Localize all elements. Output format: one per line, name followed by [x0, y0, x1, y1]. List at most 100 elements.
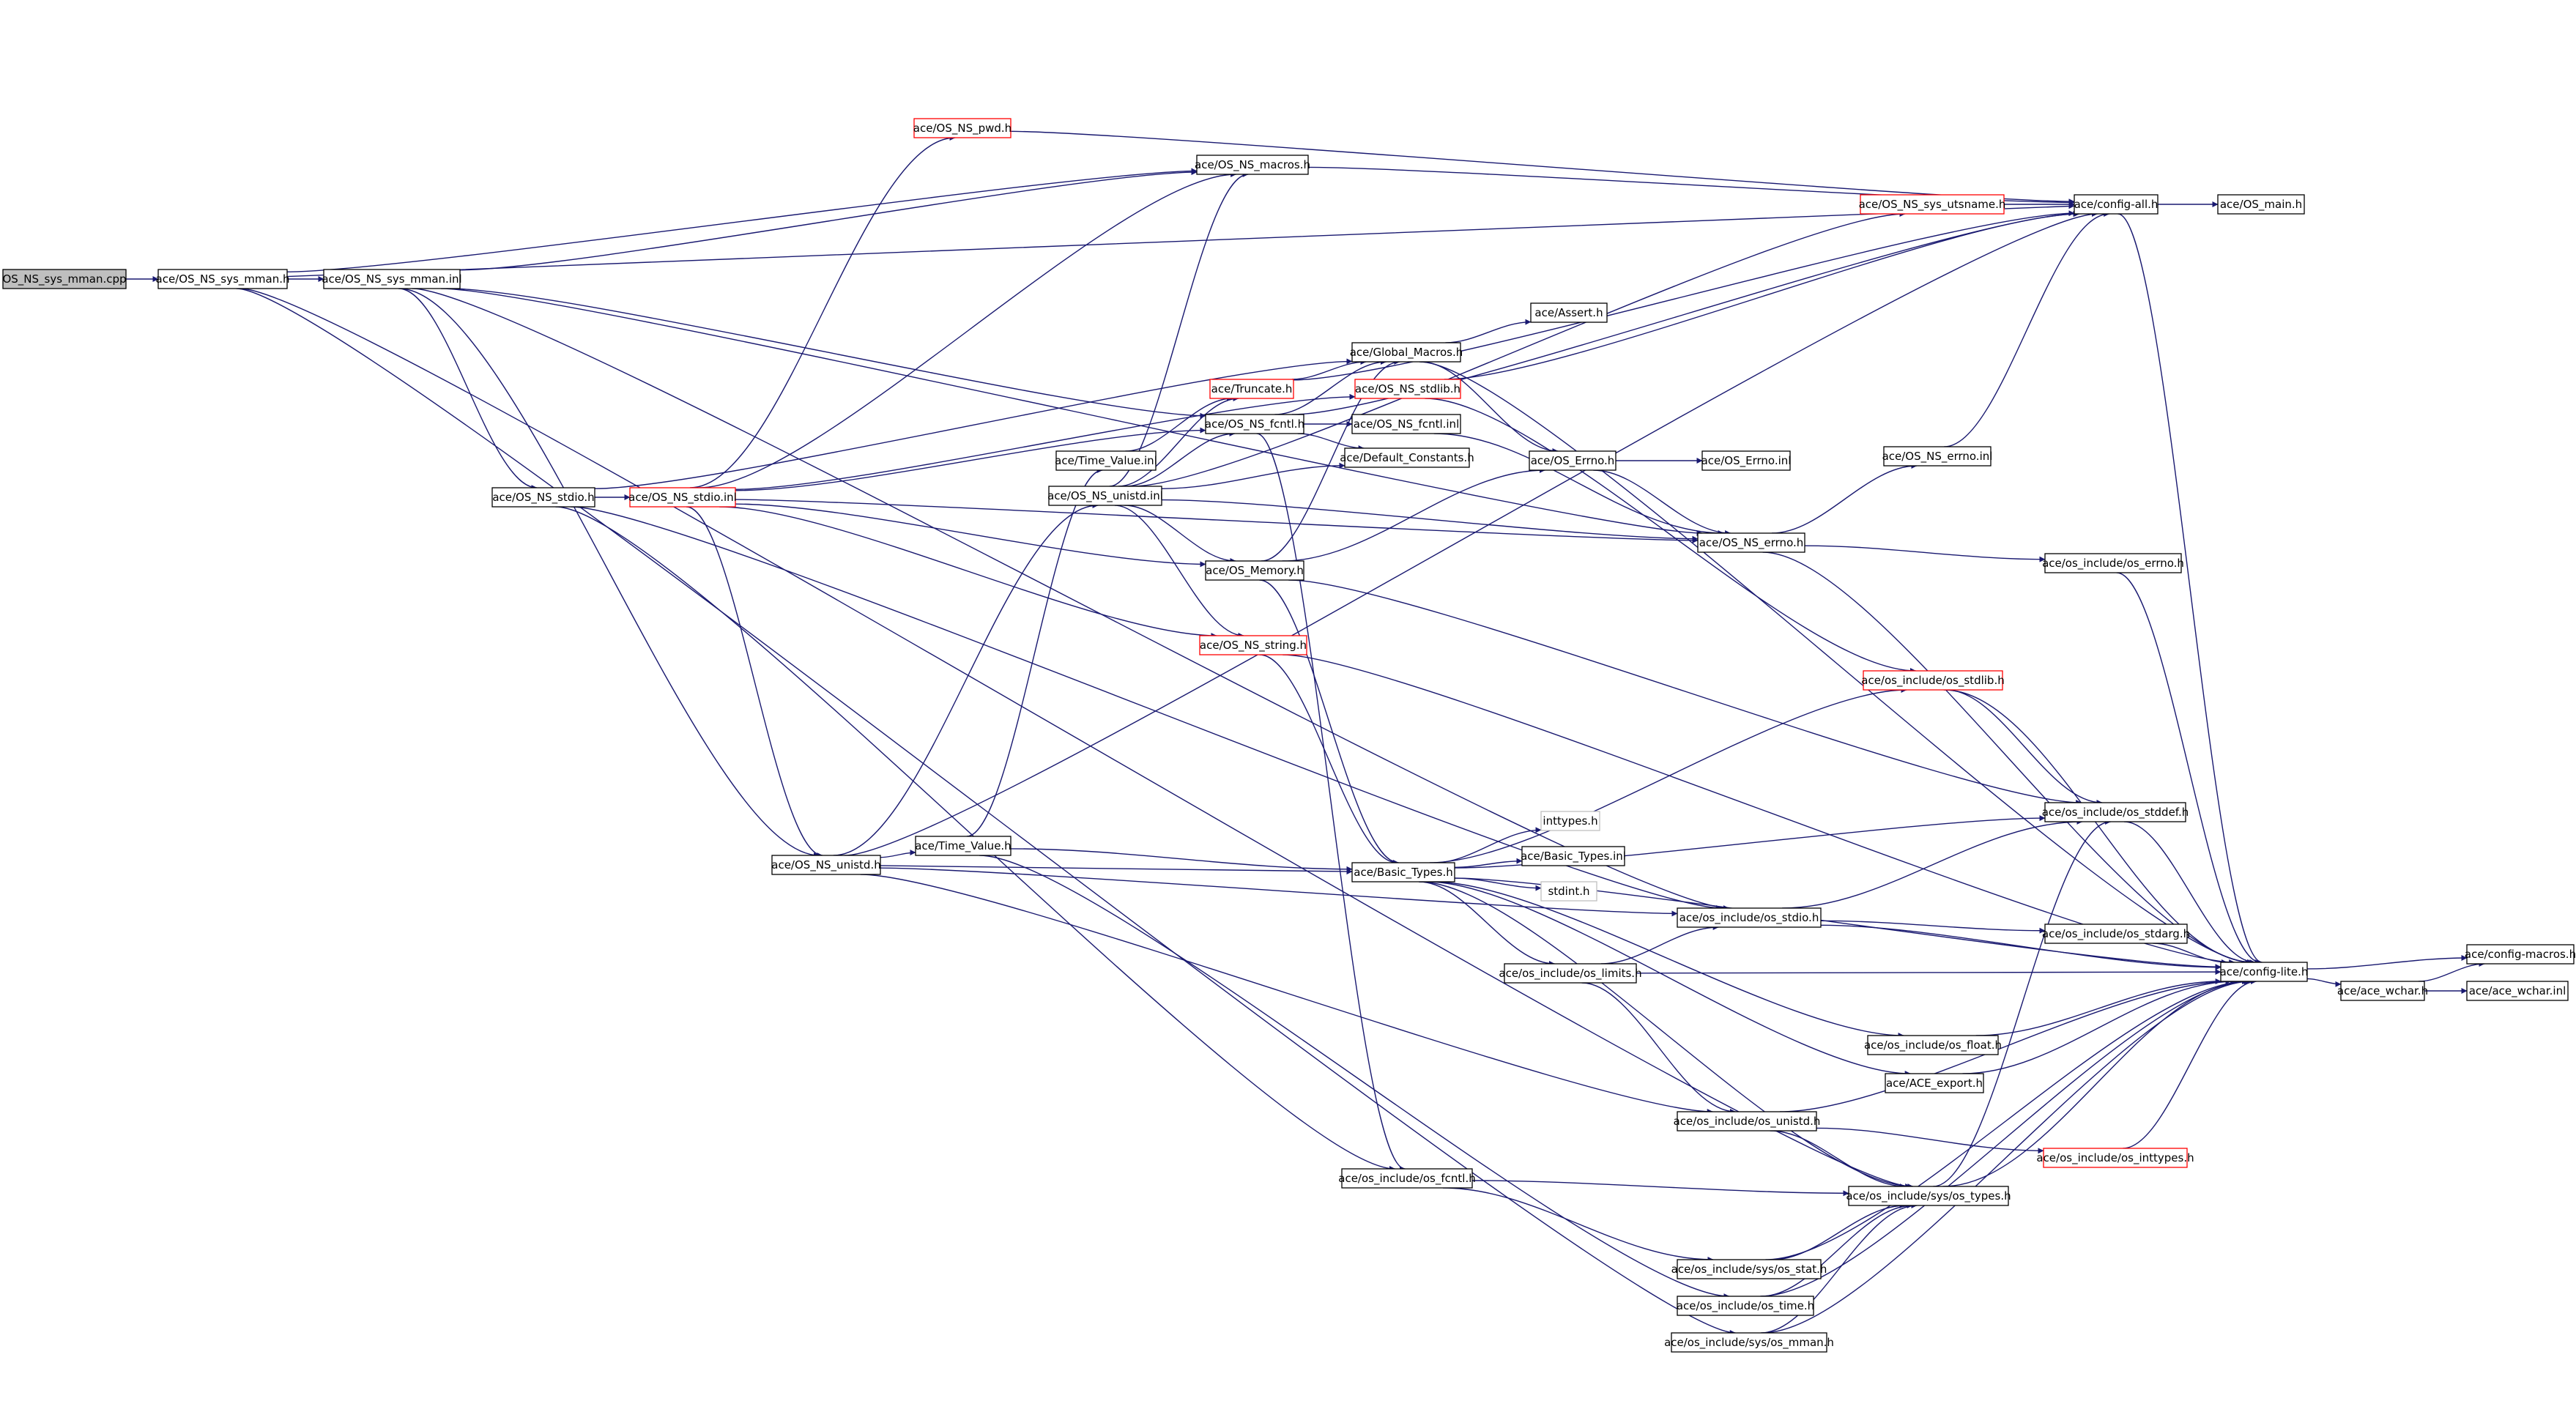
- node-assert_h[interactable]: ace/Assert.h: [1530, 302, 1608, 323]
- node-basic_types_h[interactable]: ace/Basic_Types.h: [1351, 862, 1455, 882]
- node-os_time_inc[interactable]: ace/os_include/os_time.h: [1677, 1296, 1814, 1316]
- node-ns_errno_h[interactable]: ace/OS_NS_errno.h: [1697, 532, 1805, 553]
- node-box-os_memory: [1205, 560, 1304, 581]
- node-os_stdarg_inc[interactable]: ace/os_include/os_stdarg.h: [2042, 924, 2190, 944]
- node-config_lite[interactable]: ace/config-lite.h: [2220, 962, 2309, 982]
- node-config_macros[interactable]: ace/config-macros.h: [2465, 944, 2576, 965]
- node-mman_inl[interactable]: ace/OS_NS_sys_mman.inl: [322, 269, 462, 289]
- node-config_all[interactable]: ace/config-all.h: [2074, 194, 2159, 215]
- node-global_macros[interactable]: ace/Global_Macros.h: [1350, 342, 1463, 363]
- edge-truncate_h-to-config_all: [1293, 210, 2075, 381]
- edge-stdio_inl-to-string_h: [719, 506, 1217, 639]
- edge-ns_errno_inl-to-config_all: [1944, 211, 2110, 447]
- node-label-default_constants: ace/Default_Constants.h: [1340, 451, 1474, 465]
- node-ace_export[interactable]: ace/ACE_export.h: [1885, 1073, 1984, 1093]
- node-fcntl_h[interactable]: ace/OS_NS_fcntl.h: [1205, 414, 1304, 434]
- node-os_stdlib_inc[interactable]: ace/os_include/os_stdlib.h: [1861, 670, 2005, 691]
- node-os_errno_inl[interactable]: ace/OS_Errno.inl: [1701, 450, 1792, 471]
- node-box-config_macros: [2466, 944, 2575, 965]
- node-ace_wchar_inl[interactable]: ace/ace_wchar.inl: [2466, 981, 2569, 1001]
- node-fcntl_inl[interactable]: ace/OS_NS_fcntl.inl: [1351, 414, 1461, 434]
- edge-stdio_inl-to-macros_h: [699, 171, 1237, 488]
- node-ace_wchar_h[interactable]: ace/ace_wchar.h: [2337, 981, 2428, 1001]
- node-string_h[interactable]: ace/OS_NS_string.h: [1199, 635, 1307, 655]
- node-utsname_h[interactable]: ace/OS_NS_sys_utsname.h: [1859, 194, 2006, 215]
- node-label-stdint_h: stdint.h: [1548, 885, 1589, 898]
- node-time_value_inl[interactable]: ace/Time_Value.inl: [1055, 450, 1157, 471]
- node-unistd_h[interactable]: ace/OS_NS_unistd.h: [771, 855, 881, 875]
- node-os_fcntl_inc[interactable]: ace/os_include/os_fcntl.h: [1338, 1168, 1476, 1189]
- edge-fcntl_h-to-global_macros: [1274, 359, 1387, 415]
- node-ns_errno_inl[interactable]: ace/OS_NS_errno.inl: [1882, 446, 1993, 467]
- node-box-os_main: [2217, 194, 2305, 215]
- node-os_stddef_inc[interactable]: ace/os_include/os_stddef.h: [2042, 802, 2189, 822]
- node-inttypes_h[interactable]: inttypes.h: [1540, 811, 1600, 831]
- node-label-os_errno_inl: ace/OS_Errno.inl: [1701, 454, 1792, 468]
- edge-unistd_inl-to-default_constants: [1161, 462, 1345, 489]
- node-stdlib_h[interactable]: ace/OS_NS_stdlib.h: [1354, 379, 1461, 399]
- edge-os_stdarg_inc-to-config_lite: [2153, 943, 2227, 965]
- node-os_memory[interactable]: ace/OS_Memory.h: [1205, 560, 1304, 581]
- edge-ns_errno_h-to-ns_errno_inl: [1771, 463, 1918, 534]
- node-stdint_h[interactable]: stdint.h: [1540, 881, 1597, 902]
- edge-time_value_h-to-basic_types_h: [1010, 848, 1353, 872]
- node-mman_h[interactable]: ace/OS_NS_sys_mman.h: [156, 269, 290, 289]
- edge-unistd_h-to-config_all: [845, 211, 2098, 856]
- node-macros_h[interactable]: ace/OS_NS_macros.h: [1195, 155, 1310, 175]
- node-box-ace_export: [1885, 1073, 1984, 1093]
- node-os_limits_inc[interactable]: ace/os_include/os_limits.h: [1499, 963, 1642, 984]
- edge-unistd_h-to-basic_types_h: [880, 865, 1353, 875]
- node-os_stdio_inc[interactable]: ace/os_include/os_stdio.h: [1677, 907, 1822, 928]
- node-label-mman_inl: ace/OS_NS_sys_mman.inl: [322, 272, 461, 286]
- node-label-string_h: ace/OS_NS_string.h: [1200, 639, 1307, 653]
- node-box-os_errno_inl: [1701, 450, 1791, 471]
- edge-unistd_h-to-os_unistd_inc: [860, 874, 1713, 1115]
- edge-os_time_inc-to-os_types_inc: [1761, 1203, 1913, 1297]
- edge-config_all-to-config_lite: [2117, 213, 2263, 965]
- node-os_main[interactable]: ace/OS_main.h: [2217, 194, 2305, 215]
- node-box-unistd_h: [771, 855, 881, 875]
- node-default_constants[interactable]: ace/Default_Constants.h: [1340, 447, 1474, 468]
- node-label-utsname_h: ace/OS_NS_sys_utsname.h: [1859, 198, 2006, 212]
- node-label-os_limits_inc: ace/os_include/os_limits.h: [1499, 967, 1641, 981]
- node-box-assert_h: [1530, 302, 1608, 323]
- node-stdio_h[interactable]: ace/OS_NS_stdio.h: [491, 487, 595, 508]
- node-os_types_inc[interactable]: ace/os_include/sys/os_types.h: [1846, 1186, 2011, 1206]
- edge-os_stdio_inc-to-config_lite: [1820, 924, 2221, 970]
- edge-config_lite-to-ace_wchar_h: [2306, 978, 2342, 987]
- edge-mman_inl-to-os_stdio_inc: [412, 288, 1729, 911]
- node-root: OS_NS_sys_mman.cpp: [2, 269, 127, 289]
- edge-os_unistd_inc-to-os_inttypes_inc: [1816, 1127, 2044, 1154]
- edge-string_h-to-basic_types_h: [1259, 654, 1398, 866]
- node-box-root: [2, 269, 127, 289]
- node-label-global_macros: ace/Global_Macros.h: [1350, 346, 1463, 360]
- node-basic_types_inl[interactable]: ace/Basic_Types.inl: [1521, 846, 1626, 866]
- node-os_unistd_inc[interactable]: ace/os_include/os_unistd.h: [1674, 1111, 1821, 1131]
- node-os_inttypes_inc[interactable]: ace/os_include/os_inttypes.h: [2036, 1148, 2194, 1168]
- edge-time_value_inl-to-truncate_h: [1125, 395, 1233, 452]
- edge-stdio_inl-to-unistd_h: [686, 506, 823, 858]
- node-unistd_inl[interactable]: ace/OS_NS_unistd.inl: [1047, 486, 1163, 506]
- node-os_stat_inc[interactable]: ace/os_include/sys/os_stat.h: [1671, 1259, 1827, 1279]
- node-os_float_inc[interactable]: ace/os_include/os_float.h: [1864, 1035, 2002, 1055]
- node-truncate_h[interactable]: ace/Truncate.h: [1209, 379, 1294, 399]
- node-os_errno_inc[interactable]: ace/os_include/os_errno.h: [2042, 553, 2184, 573]
- node-time_value_h[interactable]: ace/Time_Value.h: [915, 836, 1012, 856]
- node-os_errno_h[interactable]: ace/OS_Errno.h: [1529, 450, 1617, 471]
- node-box-os_stddef_inc: [2044, 802, 2186, 822]
- node-box-default_constants: [1344, 447, 1470, 468]
- node-stdio_inl[interactable]: ace/OS_NS_stdio.inl: [628, 487, 737, 508]
- node-label-assert_h: ace/Assert.h: [1534, 306, 1603, 319]
- node-label-config_lite: ace/config-lite.h: [2220, 965, 2309, 978]
- node-os_mman_inc[interactable]: ace/os_include/sys/os_mman.h: [1664, 1332, 1834, 1353]
- node-pwd_h[interactable]: ace/OS_NS_pwd.h: [913, 118, 1012, 138]
- node-box-os_mman_inc: [1671, 1332, 1827, 1353]
- node-label-os_fcntl_inc: ace/os_include/os_fcntl.h: [1338, 1172, 1475, 1186]
- node-box-fcntl_h: [1205, 414, 1304, 434]
- edge-basic_types_h-to-os_types_inc: [1419, 881, 1914, 1189]
- node-box-ace_wchar_h: [2340, 981, 2425, 1001]
- edge-unistd_inl-to-ns_errno_h: [1161, 499, 1699, 542]
- node-label-os_errno_inc: ace/os_include/os_errno.h: [2042, 557, 2184, 571]
- node-box-string_h: [1199, 635, 1307, 655]
- edge-stdio_h-to-os_stdio_inc: [571, 506, 1723, 911]
